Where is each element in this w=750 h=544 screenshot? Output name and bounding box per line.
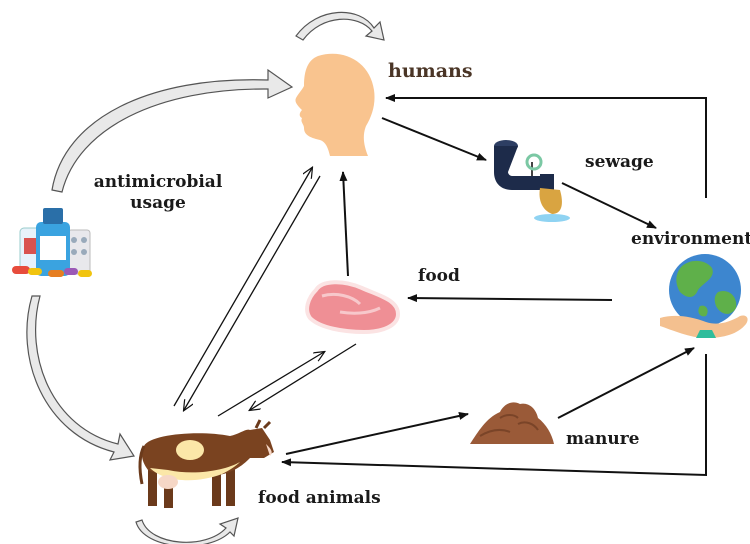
antimicrobial-label-line1: antimicrobial <box>92 172 224 193</box>
arrow-humans-to-sewage <box>382 118 486 160</box>
manure-pile-icon <box>470 402 554 444</box>
humans-label: humans <box>388 60 473 84</box>
curved-arrow-antimicrobial-to-animals <box>27 296 134 460</box>
curved-arrow-animals-cycle <box>136 518 238 544</box>
meat-steak-icon <box>307 282 398 332</box>
food-label: food <box>418 266 460 287</box>
food-animals-label: food animals <box>258 488 381 509</box>
arrow-food-to-humans <box>343 172 348 276</box>
arrow-food-animals-to-food <box>218 352 324 416</box>
sewage-label: sewage <box>585 152 654 173</box>
arrow-environment-to-food <box>408 298 612 300</box>
cow-icon <box>140 420 274 508</box>
arrow-environment-to-food-animals <box>282 354 706 475</box>
arrow-sewage-to-environment <box>562 183 656 228</box>
human-head-icon <box>295 54 374 156</box>
manure-label: manure <box>566 429 640 450</box>
environment-label: environment <box>631 229 750 250</box>
arrow-food-to-food-animals <box>250 344 356 410</box>
arrow-manure-to-environment <box>558 348 694 418</box>
earth-in-hands-icon <box>660 254 748 338</box>
antimicrobial-usage-label: antimicrobial usage <box>92 172 224 215</box>
arrow-food-animals-to-manure <box>286 414 468 454</box>
sewage-pipe-icon <box>494 140 570 222</box>
curved-arrow-humans-cycle <box>296 12 384 40</box>
medicine-bottles-icon <box>12 208 92 277</box>
antimicrobial-label-line2: usage <box>92 193 224 214</box>
